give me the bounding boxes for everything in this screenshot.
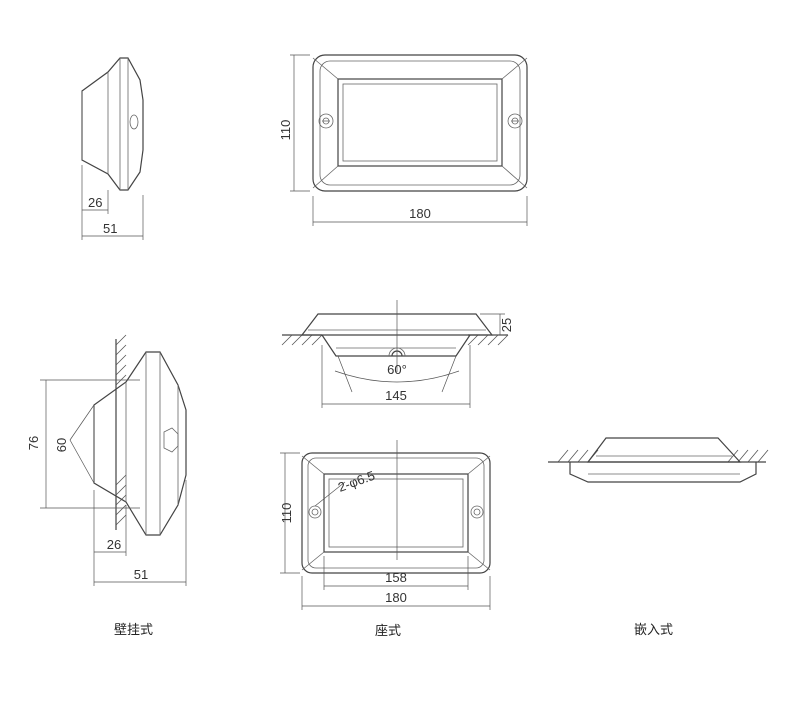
- side-view-small: [81, 57, 144, 240]
- dim-wall-60: 60: [54, 438, 69, 452]
- dim-mid-angle: 60°: [387, 362, 407, 377]
- front-view-top: [290, 54, 528, 226]
- dim-seat-158: 158: [385, 570, 407, 585]
- dim-side-51: 51: [103, 221, 117, 236]
- dim-seat-110: 110: [279, 503, 294, 524]
- dim-mid-25: 25: [499, 318, 514, 332]
- dim-wall-26: 26: [107, 537, 121, 552]
- wall-mounted-view: [40, 334, 187, 586]
- dim-front-110: 110: [278, 120, 293, 141]
- caption-seat: 座式: [375, 624, 402, 639]
- dim-side-26: 26: [88, 195, 102, 210]
- seat-front-view: [280, 440, 491, 610]
- caption-embedded: 嵌入式: [634, 623, 674, 638]
- dim-mid-145: 145: [385, 388, 407, 403]
- dim-seat-180: 180: [385, 590, 407, 605]
- dim-seat-holes: 2-φ6.5: [336, 468, 377, 495]
- dim-wall-51: 51: [134, 567, 148, 582]
- dim-wall-76: 76: [26, 436, 41, 450]
- dim-front-180: 180: [409, 206, 431, 221]
- embedded-section: [281, 300, 509, 408]
- embedded-install-view: [548, 437, 769, 483]
- caption-wall-mounted: 壁挂式: [114, 623, 154, 638]
